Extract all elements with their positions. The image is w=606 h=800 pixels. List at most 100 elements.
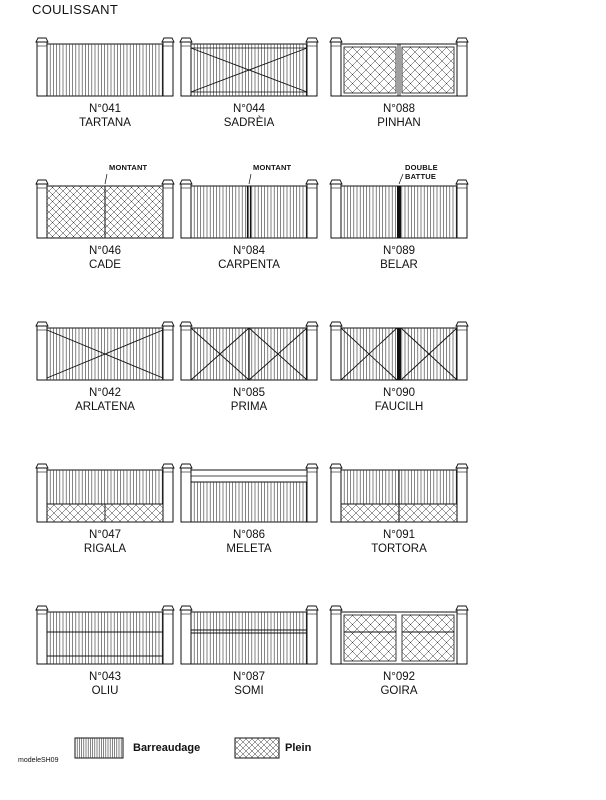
post-body bbox=[456, 41, 468, 97]
post-cap bbox=[179, 605, 193, 611]
post-cap bbox=[179, 179, 193, 185]
model-name: CARPENTA bbox=[218, 259, 280, 271]
gate-drawing bbox=[329, 37, 469, 97]
diagonal-boards bbox=[47, 504, 105, 522]
left-post bbox=[329, 605, 343, 665]
vertical-bars bbox=[193, 328, 307, 380]
model-number: N°046 bbox=[88, 245, 122, 257]
brace bbox=[46, 329, 164, 379]
gate-drawing bbox=[35, 605, 175, 665]
gate-drawing bbox=[35, 463, 175, 523]
model-number: N°043 bbox=[88, 671, 122, 683]
model-number: N°084 bbox=[232, 245, 266, 257]
gate-drawing bbox=[179, 321, 319, 381]
diagonal-boards bbox=[399, 504, 457, 522]
post-body bbox=[456, 183, 468, 239]
diagonal-boards bbox=[402, 47, 454, 93]
model-number: N°047 bbox=[88, 529, 122, 541]
model-number: N°086 bbox=[232, 529, 266, 541]
gate-elevation bbox=[329, 179, 469, 239]
gate-drawing bbox=[35, 321, 175, 381]
right-post bbox=[161, 463, 175, 523]
panel-frame bbox=[190, 43, 308, 97]
gate-drawing bbox=[35, 173, 175, 239]
left-post bbox=[35, 463, 49, 523]
model-number: N°088 bbox=[382, 103, 416, 115]
gate-elevation bbox=[329, 605, 469, 665]
plain-swatch bbox=[234, 737, 280, 759]
gate-elevation bbox=[329, 37, 469, 97]
vertical-bars bbox=[193, 44, 307, 96]
post-cap bbox=[455, 37, 469, 43]
vertical-bars bbox=[49, 328, 163, 380]
post-cap bbox=[329, 37, 343, 43]
callout-leader bbox=[398, 173, 404, 185]
post-body bbox=[306, 325, 318, 381]
gate-drawing bbox=[329, 173, 469, 239]
gate-elevation bbox=[35, 179, 175, 239]
post-cap bbox=[179, 463, 193, 469]
gate-elevation bbox=[179, 37, 319, 97]
gate-drawing bbox=[329, 321, 469, 381]
gate-drawing bbox=[179, 463, 319, 523]
bars-swatch bbox=[74, 737, 124, 759]
left-post bbox=[179, 37, 193, 97]
post-body bbox=[456, 609, 468, 665]
model-number: N°089 bbox=[382, 245, 416, 257]
right-post bbox=[161, 605, 175, 665]
post-cap bbox=[35, 605, 49, 611]
vertical-bars bbox=[49, 470, 163, 504]
gate-elevation bbox=[179, 179, 319, 239]
left-leaf bbox=[343, 46, 397, 94]
model-number: N°092 bbox=[382, 671, 416, 683]
callout-label: MONTANT bbox=[253, 163, 292, 172]
legend: Barreaudage Plein bbox=[0, 732, 606, 772]
model-name: MELETA bbox=[226, 543, 272, 555]
post-body bbox=[180, 325, 192, 381]
post-cap bbox=[35, 179, 49, 185]
model-name: SOMI bbox=[234, 685, 264, 697]
double-battue bbox=[397, 186, 401, 238]
post-body bbox=[330, 183, 342, 239]
gate-drawing bbox=[35, 37, 175, 97]
post-body bbox=[306, 467, 318, 523]
swatch-hatching bbox=[235, 738, 279, 758]
post-body bbox=[180, 609, 192, 665]
left-post bbox=[35, 605, 49, 665]
post-cap bbox=[329, 463, 343, 469]
right-post bbox=[455, 605, 469, 665]
post-body bbox=[162, 609, 174, 665]
post-cap bbox=[161, 179, 175, 185]
gate-elevation bbox=[179, 321, 319, 381]
post-cap bbox=[329, 321, 343, 327]
left-post bbox=[179, 321, 193, 381]
post-body bbox=[330, 467, 342, 523]
post-body bbox=[306, 41, 318, 97]
gate-elevation bbox=[329, 463, 469, 523]
panel-frame bbox=[46, 43, 164, 97]
model-name: GOIRA bbox=[380, 685, 418, 697]
right-leaf bbox=[401, 614, 455, 662]
model-number: N°090 bbox=[382, 387, 416, 399]
model-name: TORTORA bbox=[371, 543, 427, 555]
panel-frame bbox=[340, 611, 458, 665]
gate-elevation bbox=[179, 605, 319, 665]
left-post bbox=[179, 463, 193, 523]
post-body bbox=[330, 41, 342, 97]
gate-drawing bbox=[179, 173, 319, 239]
left-post bbox=[329, 321, 343, 381]
post-body bbox=[162, 467, 174, 523]
model-name: ARLATENA bbox=[75, 401, 135, 413]
brace bbox=[340, 327, 398, 381]
diagonal-boards bbox=[344, 47, 396, 93]
top-band bbox=[190, 469, 308, 477]
left-post bbox=[35, 179, 49, 239]
post-cap bbox=[35, 321, 49, 327]
